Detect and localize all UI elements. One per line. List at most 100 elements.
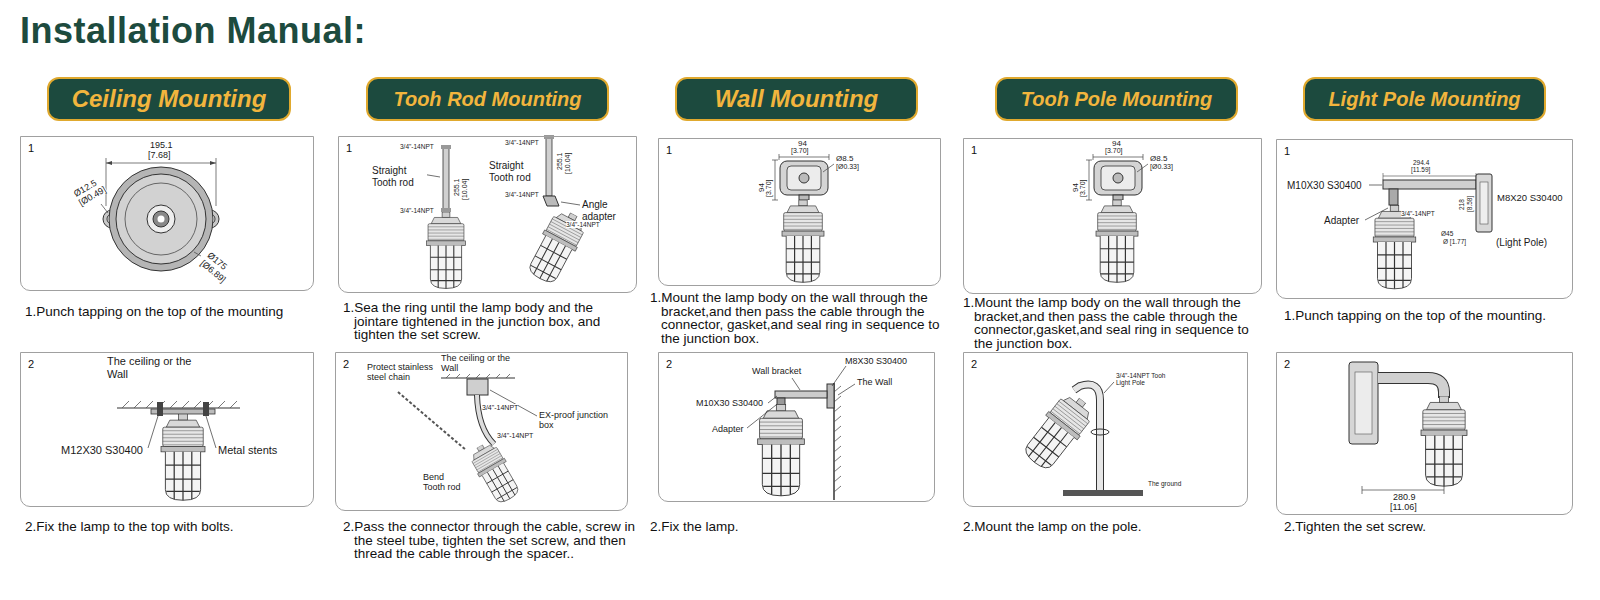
callout-label: 195.1 — [150, 140, 173, 150]
light-pole-bracket-part — [1476, 174, 1492, 232]
step-panel: 2 — [1276, 352, 1573, 515]
ceiling-mount-part — [122, 401, 237, 408]
ceiling-mount-part — [161, 414, 205, 500]
callout-label: 280.9 — [1393, 492, 1416, 502]
tooth-rod-mount-part — [443, 148, 449, 210]
tooth-rod-mount-part-part — [523, 206, 590, 287]
callout-label: [3.70] — [765, 179, 773, 197]
ceiling-top-view-part — [153, 211, 169, 227]
callout-label: [8.58] — [1466, 196, 1473, 212]
callout-label: M8X30 S30400 — [845, 356, 907, 366]
bend-rod-mount-part — [467, 379, 488, 395]
bend-rod-mount-part-part — [466, 438, 523, 506]
callout-label: The ceiling or the Wall — [441, 353, 521, 374]
callout-label: (Light Pole) — [1496, 237, 1547, 249]
light-pole-mount-part — [1349, 362, 1378, 444]
ceiling-mount-part — [148, 416, 216, 448]
wall-mount-part — [777, 398, 785, 405]
callout-label: Straight Tooth rod — [489, 160, 544, 183]
callout-label: Metal stents — [218, 444, 277, 457]
pole-mount-part — [1063, 490, 1143, 496]
callout-label: [11.59] — [1411, 166, 1430, 173]
callout-label: 218 — [1458, 199, 1465, 210]
callout-label: Ø8.5 — [836, 154, 853, 163]
ceiling-top-view-part — [125, 183, 197, 255]
light-pole-mount-part — [1378, 378, 1444, 398]
header-text: Tooh Rod Mounting — [393, 88, 581, 111]
callout-label: 3/4"-14NPT — [505, 139, 539, 146]
wall-mount-lamp — [772, 154, 834, 282]
step-number: 2 — [971, 358, 977, 370]
step-instruction: 2.Fix the lamp. — [650, 520, 935, 534]
header-text: Ceiling Mounting — [72, 85, 267, 113]
step-number: 1 — [28, 142, 34, 154]
header-text: Wall Mounting — [715, 85, 879, 113]
step-panel: 1 — [963, 138, 1262, 294]
callout-label: [7.68] — [148, 150, 171, 160]
step-instruction: 2.Pass the connector through the cable, … — [343, 520, 635, 561]
pole-mount-part — [1019, 388, 1099, 474]
step-instruction: 1.Punch tapping on the top of the mounti… — [25, 305, 313, 319]
callout-label: 3/4"-14NPT — [1401, 210, 1435, 217]
tooth-rod-mount-part — [523, 206, 590, 287]
callout-label: [3.70] — [791, 147, 809, 155]
ceiling-top-view-part — [106, 158, 216, 206]
ceiling-mount-part — [157, 402, 163, 416]
light-pole-mount-part — [1378, 378, 1444, 398]
step-number: 1 — [971, 144, 977, 156]
callout-label: EX-proof junction box — [539, 410, 609, 431]
callout-label: [3.70] — [1105, 147, 1123, 155]
section-header: Tooh Rod Mounting — [366, 77, 609, 121]
pole-mount-lamp-part — [1086, 154, 1143, 200]
section-header: Light Pole Mounting — [1303, 77, 1546, 121]
pole-mount-part-part — [1019, 388, 1099, 474]
callout-label: The ground — [1148, 480, 1181, 487]
page-title: Installation Manual: — [20, 10, 366, 52]
pole-mount-part — [1104, 382, 1114, 393]
ceiling-top-view-part — [109, 167, 213, 271]
step-instruction: 1.Mount the lamp body on the wall throug… — [963, 296, 1255, 350]
section-header: Wall Mounting — [675, 77, 918, 121]
pole-mount — [1019, 382, 1143, 496]
bend-rod-mount-part — [466, 438, 523, 506]
light-pole-bracket-part — [1383, 180, 1476, 189]
ceiling-top-view-part — [101, 204, 201, 256]
callout-label: M12X30 S30400 — [61, 444, 143, 457]
step-instruction: 2.Mount the lamp on the pole. — [963, 520, 1248, 534]
light-pole-mount — [1349, 362, 1467, 494]
callout-label: Adapter — [712, 424, 744, 434]
callout-label: [10.04] — [564, 153, 572, 174]
light-pole-bracket-part — [1365, 185, 1388, 220]
ceiling-top-view-part — [106, 161, 216, 165]
wall-mount-lamp-part — [780, 161, 828, 200]
ceiling-top-view-part — [147, 205, 175, 233]
step-number: 2 — [343, 358, 349, 370]
step-instruction: 1.Punch tapping on the top of the mounti… — [1284, 309, 1569, 323]
tooth-rod-mount-part — [427, 212, 466, 288]
pole-mount-part — [1091, 429, 1109, 435]
ceiling-top-view-part — [116, 174, 206, 264]
light-pole-bracket-part — [1383, 173, 1476, 180]
callout-label: [3.70] — [1079, 179, 1087, 197]
callout-label: [10.04] — [461, 179, 469, 200]
pole-mount-lamp-part — [1096, 200, 1138, 282]
step-panel: 2 — [963, 352, 1248, 507]
light-pole-bracket-part — [1389, 189, 1398, 205]
callout-label: Bend Tooth rod — [423, 472, 468, 493]
light-pole-bracket — [1365, 173, 1492, 289]
section-header: Tooh Pole Mounting — [995, 77, 1238, 121]
callout-label: The Wall — [857, 377, 892, 387]
ceiling-top-view — [101, 158, 219, 271]
callout-label: [Ø0.33] — [1150, 163, 1173, 171]
callout-label: 3/4"-14NPT — [482, 404, 518, 412]
callout-label: [Ø0.33] — [836, 163, 859, 171]
callout-label: 255.1 — [556, 152, 564, 170]
callout-label: Ø8.5 — [1150, 154, 1167, 163]
bend-rod-mount-part — [398, 392, 466, 450]
step-number: 2 — [28, 358, 34, 370]
ceiling-mount-part — [117, 407, 240, 408]
bend-rod-mount-part — [477, 395, 494, 444]
section-header: Ceiling Mounting — [47, 77, 291, 121]
pole-mount-lamp-part — [1094, 161, 1142, 200]
callout-label: Straight Tooth rod — [372, 165, 427, 188]
